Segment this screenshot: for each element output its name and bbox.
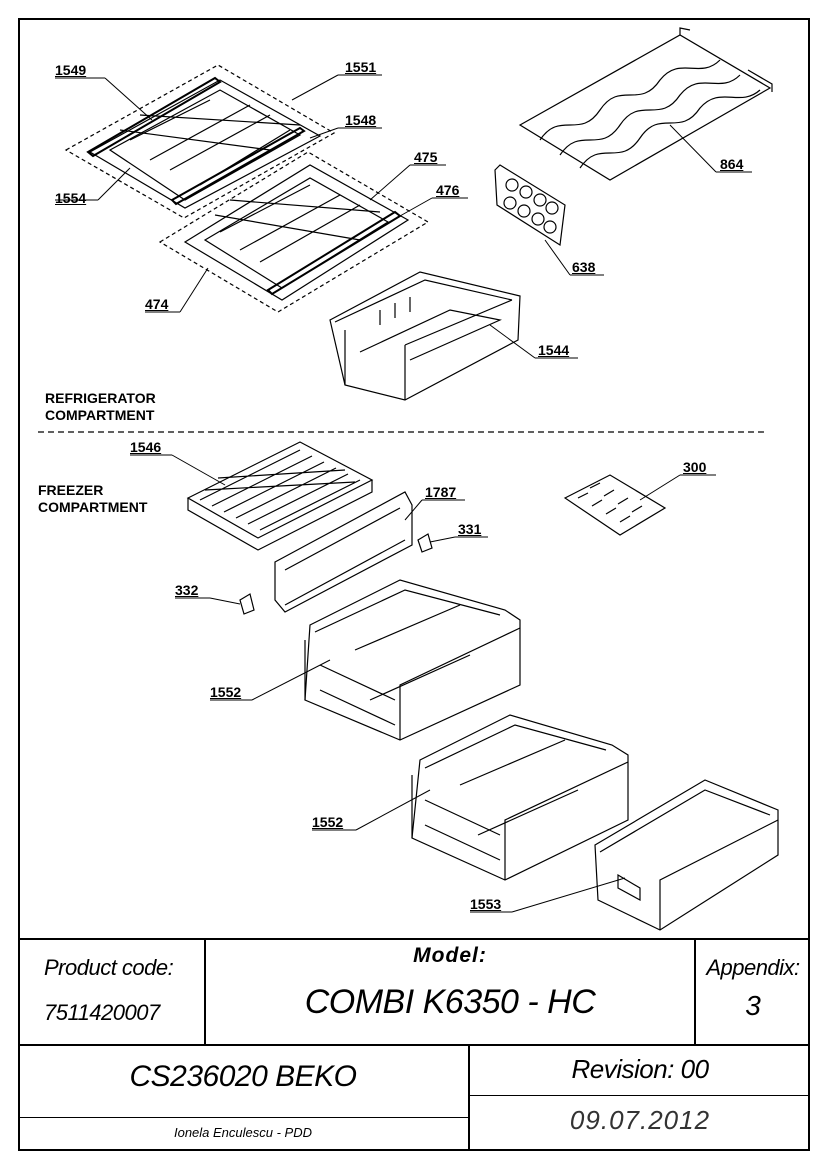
title-block-middle-rule	[18, 1044, 810, 1046]
freezer-section-title: FREEZER COMPARTMENT	[38, 482, 148, 515]
product-code-label: Product code:	[44, 955, 174, 980]
product-code-value: 7511420007	[44, 1000, 160, 1025]
wine-rack	[518, 27, 773, 181]
revision-date: 09.07.2012	[569, 1105, 711, 1135]
freezer-drawer-upper	[304, 579, 521, 741]
part-label-332: 332	[175, 582, 199, 598]
freezer-drawer-bottom	[594, 779, 779, 931]
part-label-1554: 1554	[55, 190, 87, 206]
freezer-drawer-lower	[411, 714, 629, 881]
part-label-1552-lower: 1552	[312, 814, 344, 830]
part-label-1553: 1553	[470, 896, 502, 912]
title-block-divider-left	[204, 938, 206, 1046]
parts-drawing	[38, 27, 779, 931]
flap-hinges	[239, 533, 433, 615]
model-label: Model:	[413, 944, 487, 967]
freezer-shelf	[186, 441, 374, 551]
part-label-1546: 1546	[130, 439, 162, 455]
glass-shelf-lower	[158, 151, 430, 313]
ice-tray	[563, 474, 667, 536]
refrigerator-section-title: REFRIGERATOR COMPARTMENT	[45, 390, 156, 423]
model-value: COMBI K6350 - HC	[304, 983, 596, 1021]
appendix-label: Appendix:	[706, 955, 800, 980]
part-label-1548: 1548	[345, 112, 377, 128]
part-label-1551: 1551	[345, 59, 377, 75]
author: Ionela Enculescu - PDD	[173, 1125, 312, 1140]
title-block-divider-bottom	[468, 1044, 470, 1151]
revision: Revision: 00	[571, 1054, 709, 1084]
part-label-1787: 1787	[425, 484, 457, 500]
appendix-value: 3	[745, 990, 761, 1021]
leader-lines	[55, 74, 752, 913]
title-block-divider-right	[694, 938, 696, 1046]
part-label-300: 300	[683, 459, 707, 475]
part-label-864: 864	[720, 156, 744, 172]
crisper-drawer	[329, 271, 521, 401]
part-label-331: 331	[458, 521, 482, 537]
revision-date-rule	[468, 1095, 810, 1096]
part-label-476: 476	[436, 182, 460, 198]
freezer-flap	[274, 491, 413, 613]
part-label-1544: 1544	[538, 342, 570, 358]
part-label-1552-upper: 1552	[210, 684, 242, 700]
part-label-638: 638	[572, 259, 596, 275]
document-code: CS236020 BEKO	[129, 1060, 357, 1093]
author-rule	[18, 1117, 468, 1118]
title-block-top-rule	[18, 938, 810, 940]
part-label-1549: 1549	[55, 62, 87, 78]
part-label-474: 474	[145, 296, 169, 312]
egg-tray	[494, 164, 566, 247]
glass-shelf-upper	[64, 64, 336, 219]
drawing-sheet-border	[18, 18, 810, 1151]
part-label-475: 475	[414, 149, 438, 165]
